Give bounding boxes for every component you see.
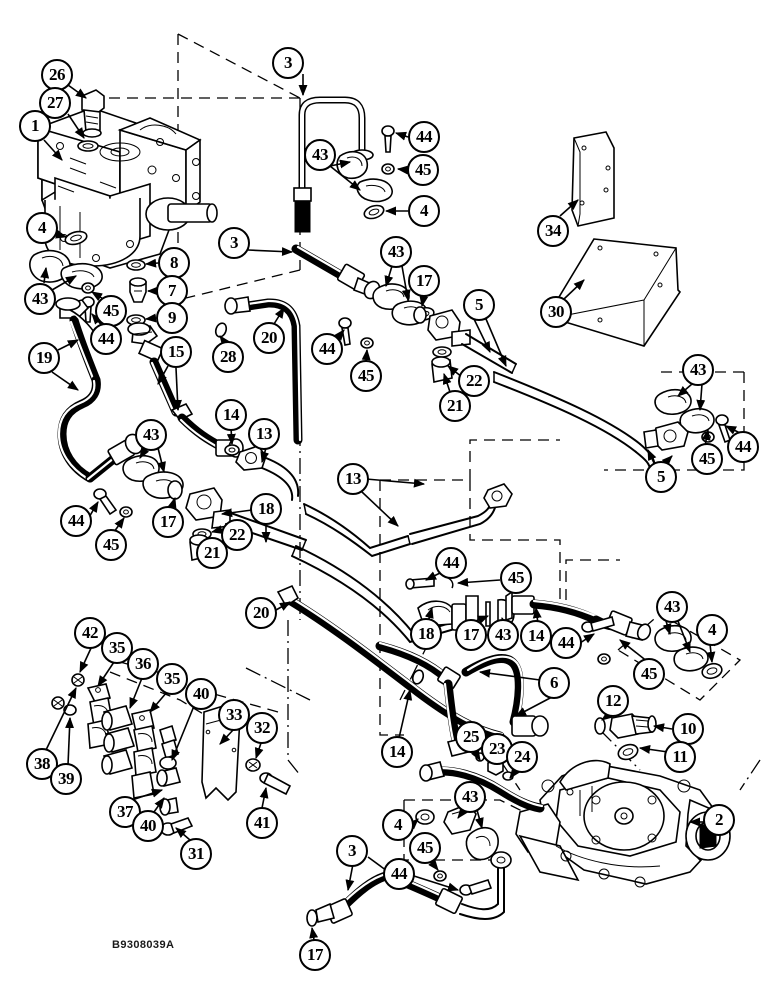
oring-8-fitting-7-oring-9 xyxy=(126,259,147,326)
callout-42[interactable]: 42 xyxy=(74,617,106,649)
callout-43[interactable]: 43 xyxy=(454,781,486,813)
callout-44[interactable]: 44 xyxy=(727,431,759,463)
callout-13[interactable]: 13 xyxy=(337,463,369,495)
fitting-26-group xyxy=(77,89,105,152)
figure-code-label: B9308039A xyxy=(112,939,175,951)
callout-36[interactable]: 36 xyxy=(127,648,159,680)
callout-43[interactable]: 43 xyxy=(304,139,336,171)
oring-28 xyxy=(214,322,228,338)
callout-3[interactable]: 3 xyxy=(218,227,250,259)
plate-34 xyxy=(571,131,615,227)
callout-21[interactable]: 21 xyxy=(439,390,471,422)
callout-9[interactable]: 9 xyxy=(156,302,188,334)
callout-5[interactable]: 5 xyxy=(463,289,495,321)
callout-18[interactable]: 18 xyxy=(250,493,282,525)
callout-11[interactable]: 11 xyxy=(664,741,696,773)
callout-34[interactable]: 34 xyxy=(537,215,569,247)
callout-45[interactable]: 45 xyxy=(500,562,532,594)
hardware-44-45-top xyxy=(381,125,395,175)
hardware-44-45-center xyxy=(338,317,374,349)
callout-45[interactable]: 45 xyxy=(95,529,127,561)
fitting-10-group xyxy=(594,713,657,761)
callout-3[interactable]: 3 xyxy=(336,835,368,867)
callout-44[interactable]: 44 xyxy=(383,858,415,890)
callout-13[interactable]: 13 xyxy=(248,418,280,450)
callout-14[interactable]: 14 xyxy=(215,399,247,431)
right-fitting-group xyxy=(643,388,731,451)
callout-17[interactable]: 17 xyxy=(455,619,487,651)
callout-45[interactable]: 45 xyxy=(95,295,127,327)
pump-assembly-1 xyxy=(37,107,218,269)
hose-6 xyxy=(461,653,549,737)
callout-45[interactable]: 45 xyxy=(691,443,723,475)
tube-13-left xyxy=(224,444,300,501)
callout-4[interactable]: 4 xyxy=(26,212,58,244)
callout-40[interactable]: 40 xyxy=(132,810,164,842)
callout-21[interactable]: 21 xyxy=(196,537,228,569)
callout-33[interactable]: 33 xyxy=(218,699,250,731)
callout-31[interactable]: 31 xyxy=(180,838,212,870)
callout-43[interactable]: 43 xyxy=(682,354,714,386)
callout-17[interactable]: 17 xyxy=(152,506,184,538)
callout-12[interactable]: 12 xyxy=(597,685,629,717)
callout-17[interactable]: 17 xyxy=(408,265,440,297)
callout-45[interactable]: 45 xyxy=(350,360,382,392)
callout-20[interactable]: 20 xyxy=(253,322,285,354)
callout-35[interactable]: 35 xyxy=(156,663,188,695)
split-flange-43-top xyxy=(336,150,393,220)
callout-7[interactable]: 7 xyxy=(156,275,188,307)
callout-43[interactable]: 43 xyxy=(487,619,519,651)
callout-2[interactable]: 2 xyxy=(703,804,735,836)
callout-39[interactable]: 39 xyxy=(50,763,82,795)
callout-44[interactable]: 44 xyxy=(550,627,582,659)
callout-18[interactable]: 18 xyxy=(410,618,442,650)
callout-41[interactable]: 41 xyxy=(246,807,278,839)
callout-19[interactable]: 19 xyxy=(28,342,60,374)
clamp-group xyxy=(51,673,292,836)
callout-4[interactable]: 4 xyxy=(408,195,440,227)
callout-30[interactable]: 30 xyxy=(540,296,572,328)
callout-26[interactable]: 26 xyxy=(41,59,73,91)
callout-14[interactable]: 14 xyxy=(520,620,552,652)
split-flange-43-left xyxy=(29,249,103,290)
callout-45[interactable]: 45 xyxy=(409,832,441,864)
tube-3-upper xyxy=(293,96,374,233)
callout-32[interactable]: 32 xyxy=(246,712,278,744)
hose-20-vertical xyxy=(224,296,303,445)
callout-24[interactable]: 24 xyxy=(506,741,538,773)
callout-28[interactable]: 28 xyxy=(212,341,244,373)
callout-44[interactable]: 44 xyxy=(60,505,92,537)
tube-13-center xyxy=(303,483,513,558)
callout-4[interactable]: 4 xyxy=(382,809,414,841)
callout-43[interactable]: 43 xyxy=(380,236,412,268)
callout-6[interactable]: 6 xyxy=(538,667,570,699)
callout-44[interactable]: 44 xyxy=(408,121,440,153)
callout-35[interactable]: 35 xyxy=(101,632,133,664)
callout-20[interactable]: 20 xyxy=(245,597,277,629)
callout-17[interactable]: 17 xyxy=(299,939,331,971)
oring-4-left xyxy=(64,230,88,246)
callout-15[interactable]: 15 xyxy=(160,336,192,368)
callout-37[interactable]: 37 xyxy=(109,796,141,828)
callout-44[interactable]: 44 xyxy=(90,323,122,355)
callout-40[interactable]: 40 xyxy=(185,678,217,710)
hose-15 xyxy=(127,322,244,458)
plate-30 xyxy=(549,238,682,347)
callout-43[interactable]: 43 xyxy=(24,283,56,315)
leader-lines xyxy=(40,74,741,941)
callout-5[interactable]: 5 xyxy=(645,461,677,493)
callout-14[interactable]: 14 xyxy=(381,736,413,768)
hardware-44-45-leftlower xyxy=(93,488,133,518)
callout-45[interactable]: 45 xyxy=(633,658,665,690)
callout-45[interactable]: 45 xyxy=(407,154,439,186)
callout-43[interactable]: 43 xyxy=(656,591,688,623)
callout-44[interactable]: 44 xyxy=(311,333,343,365)
hose-3-middle xyxy=(291,244,381,300)
callout-1[interactable]: 1 xyxy=(19,110,51,142)
callout-44[interactable]: 44 xyxy=(435,547,467,579)
callout-43[interactable]: 43 xyxy=(135,419,167,451)
callout-4[interactable]: 4 xyxy=(696,614,728,646)
callout-3[interactable]: 3 xyxy=(272,47,304,79)
